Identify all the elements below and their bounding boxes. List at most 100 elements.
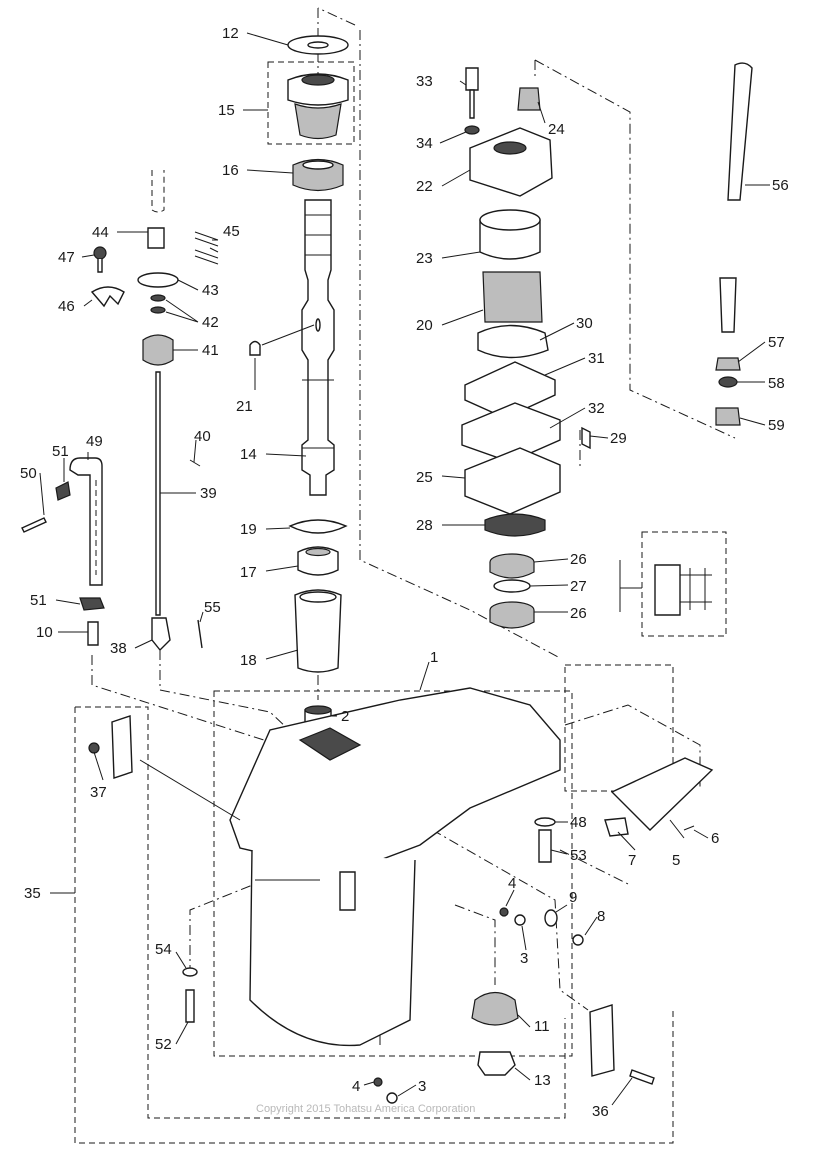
- pump-housing-base: [464, 447, 561, 515]
- bearing-spacer: [493, 579, 531, 593]
- callout-14: 14: [240, 446, 257, 463]
- water-tube-grommet: [517, 87, 541, 111]
- cam-pin: [197, 619, 203, 649]
- callout-51: 51: [52, 443, 69, 460]
- shift-rod-pin: [189, 459, 201, 467]
- callout-37: 37: [90, 784, 107, 801]
- callout-22: 22: [416, 178, 433, 195]
- tube-washer: [718, 376, 738, 388]
- callout-17: 17: [240, 564, 257, 581]
- copyright-text: Copyright 2015 Tohatsu America Corporati…: [256, 1103, 475, 1115]
- plate-bracket: [604, 817, 629, 837]
- bearing-upper-side: [489, 562, 535, 579]
- water-hose: [69, 457, 103, 586]
- callout-52: 52: [155, 1036, 172, 1053]
- upper-bearing-bore: [302, 160, 334, 170]
- callout-24: 24: [548, 121, 565, 138]
- callout-18: 18: [240, 652, 257, 669]
- callout-49: 49: [86, 433, 103, 450]
- water-tube-upper: [727, 62, 753, 201]
- shift-cam: [151, 617, 171, 652]
- pinion-gear-bore: [301, 74, 335, 86]
- callout-47: 47: [58, 249, 75, 266]
- pump-bolt-head: [465, 67, 479, 91]
- anode-axis-line: [379, 799, 589, 1011]
- connector-pins: [194, 231, 219, 265]
- water-tube-lower: [719, 277, 737, 333]
- callout-8: 8: [597, 908, 605, 925]
- driveshaft-sleeve: [294, 589, 342, 673]
- shift-rod-connector: [147, 227, 165, 249]
- driveshaft-splines: [302, 214, 334, 449]
- sleeve-top: [299, 591, 337, 603]
- callout-21: 21: [236, 398, 253, 415]
- tube-seal: [715, 407, 741, 426]
- detail-bearing-clip: [680, 568, 712, 610]
- drain-screw-upper: [514, 914, 526, 926]
- pump-bolt-shank: [469, 89, 475, 119]
- shim-washer-hole: [307, 41, 329, 49]
- hose-clip-upper: [55, 481, 71, 501]
- callout-42: 42: [202, 314, 219, 331]
- tube-grommet: [715, 357, 741, 371]
- callout-4: 4: [508, 875, 516, 892]
- woodruff-key: [249, 340, 261, 356]
- callout-25: 25: [416, 469, 433, 486]
- pump-dowel-pin: [581, 426, 591, 450]
- callout-45: 45: [223, 223, 240, 240]
- callout-46: 46: [58, 298, 75, 315]
- oring-small-1: [150, 294, 166, 302]
- bushing-bore: [305, 547, 331, 557]
- callout-55: 55: [204, 599, 221, 616]
- pinion-nut: [477, 1051, 516, 1076]
- callout-59: 59: [768, 417, 785, 434]
- callout-3: 3: [520, 950, 528, 967]
- callout-19: 19: [240, 521, 257, 538]
- callout-11: 11: [534, 1018, 550, 1035]
- screw-axis-line: [189, 881, 261, 975]
- callout-29: 29: [610, 430, 627, 447]
- callout-35: 35: [24, 885, 41, 902]
- callout-23: 23: [416, 250, 433, 267]
- callout-5: 5: [672, 852, 680, 869]
- bearing-detail-box: [641, 531, 727, 637]
- gearcase-window: [339, 871, 356, 911]
- leader-lines: [39, 32, 770, 1106]
- anode-upper: [111, 715, 133, 779]
- callout-16: 16: [222, 162, 239, 179]
- callout-56: 56: [772, 177, 789, 194]
- callout-40: 40: [194, 428, 211, 445]
- pump-gasket-upper: [477, 324, 549, 359]
- callout-50: 50: [20, 465, 37, 482]
- gearcase-group-box: [213, 690, 573, 1057]
- callout-6: 6: [711, 830, 719, 847]
- driveshaft-key-slot: [315, 318, 321, 332]
- oil-seal-housing: [484, 513, 546, 537]
- callout-7: 7: [628, 852, 636, 869]
- screw-gasket: [544, 909, 558, 927]
- oring-large: [137, 272, 179, 288]
- shift-rod-boot: [142, 334, 174, 366]
- detail-bearing-body: [654, 564, 681, 616]
- driveshaft-axis-line: [317, 7, 561, 659]
- anode-box: [564, 664, 674, 792]
- long-bolt: [538, 829, 552, 863]
- callout-28: 28: [416, 517, 433, 534]
- screw-shank: [97, 259, 103, 273]
- gearcase-housing-lower: [249, 849, 416, 1047]
- shift-rod: [155, 371, 161, 616]
- shift-rod-upper-dashed: [151, 170, 165, 213]
- callout-36: 36: [592, 1103, 609, 1120]
- impeller: [482, 271, 543, 323]
- water-nipple: [87, 621, 99, 646]
- fill-screw: [572, 934, 584, 946]
- callout-4: 4: [352, 1078, 360, 1095]
- callout-30: 30: [576, 315, 593, 332]
- anode-screw: [629, 1069, 655, 1085]
- callout-57: 57: [768, 334, 785, 351]
- shift-rod-axis-line: [91, 650, 306, 761]
- callout-27: 27: [570, 578, 587, 595]
- callout-9: 9: [569, 889, 577, 906]
- shift-lever-plate: [90, 286, 125, 308]
